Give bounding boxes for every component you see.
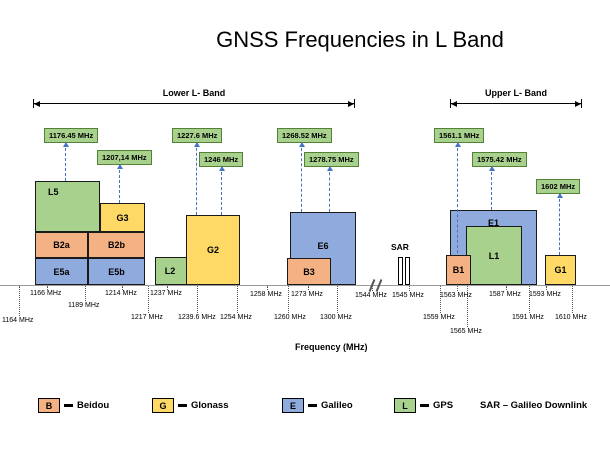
block-g3: G3	[100, 203, 145, 232]
tick-label-1273: 1273 MHz	[291, 291, 323, 298]
leader-1239	[197, 286, 198, 313]
leader-1300	[337, 286, 338, 313]
sar-bar-right	[405, 257, 410, 285]
block-e5b: E5b	[88, 258, 145, 285]
frequency-axis	[0, 285, 610, 286]
legend-glonass-swatch: G	[152, 398, 174, 413]
legend-galileo-dash	[308, 404, 317, 407]
tick-label-1563: 1563 MHz	[440, 292, 472, 299]
callout-arrow-1278	[326, 166, 333, 212]
leader-1591	[529, 286, 530, 313]
tick-label-1164: 1164 MHz	[2, 317, 34, 324]
tick-label-1258: 1258 MHz	[250, 291, 282, 298]
tick-label-1166: 1166 MHz	[30, 290, 62, 297]
upper-band-label: Upper L- Band	[485, 88, 547, 98]
page-title: GNSS Frequencies in L Band	[216, 27, 504, 52]
leader-1593	[546, 286, 547, 290]
legend-gps-swatch: L	[394, 398, 416, 413]
leader-1217	[148, 286, 149, 313]
tick-label-1587: 1587 MHz	[489, 291, 521, 298]
sar-bar-left	[398, 257, 403, 285]
tick-label-1239: 1239.6 MHz	[178, 314, 216, 321]
legend-sar-note: SAR – Galileo Downlink	[480, 400, 588, 411]
tick-label-1217: 1217 MHz	[131, 314, 163, 321]
block-l1: L1	[466, 226, 522, 285]
leader-1563	[457, 286, 458, 291]
block-g1: G1	[545, 255, 576, 285]
tick-label-1214: 1214 MHz	[105, 290, 137, 297]
freq-label-1278: 1278.75 MHz	[304, 152, 359, 167]
tick-label-1545: 1545 MHz	[392, 292, 424, 299]
tick-label-1260: 1260 MHz	[274, 314, 306, 321]
block-e5a: E5a	[35, 258, 88, 285]
freq-label-1602: 1602 MHz	[536, 179, 581, 194]
leader-1237	[167, 286, 168, 290]
tick-label-1559: 1559 MHz	[423, 314, 455, 321]
callout-arrow-1227	[193, 142, 200, 215]
legend-beidou-name: Beidou	[77, 400, 110, 411]
leader-1544	[372, 286, 373, 291]
lower-band-label: Lower L- Band	[162, 88, 226, 98]
tick-label-1610: 1610 MHz	[555, 314, 587, 321]
lower-band-span-line	[34, 100, 354, 107]
tick-label-1237: 1237 MHz	[150, 290, 182, 297]
block-b3: B3	[287, 258, 331, 285]
block-b2b: B2b	[88, 232, 145, 258]
legend-beidou-dash	[64, 404, 73, 407]
tick-label-1189: 1189 MHz	[68, 302, 100, 309]
leader-1189	[85, 286, 86, 301]
leader-1214	[122, 286, 123, 290]
block-g2: G2	[186, 215, 240, 285]
legend-beidou-swatch: B	[38, 398, 60, 413]
callout-arrow-1176	[62, 142, 69, 181]
lower-band-span-arrow	[33, 99, 355, 108]
freq-label-1176: 1176.45 MHz	[44, 128, 99, 143]
leader-1166	[47, 286, 48, 290]
leader-1260	[288, 286, 289, 313]
freq-label-1268: 1268.52 MHz	[277, 128, 332, 143]
block-l5: L5	[35, 181, 100, 232]
tick-label-1565: 1565 MHz	[450, 328, 482, 335]
leader-1258	[267, 286, 268, 290]
leader-1545	[409, 286, 410, 291]
tick-label-1544: 1544 MHz	[355, 292, 387, 299]
leader-1610	[572, 286, 573, 313]
upper-band-span-arrow	[450, 99, 582, 108]
axis-title: Frequency (MHz)	[295, 342, 368, 352]
leader-1273	[308, 286, 309, 290]
leader-1587	[506, 286, 507, 290]
leader-1164	[19, 286, 20, 316]
leader-1565	[467, 286, 468, 327]
tick-label-1591: 1591 MHz	[512, 314, 544, 321]
tick-label-1300: 1300 MHz	[320, 314, 352, 321]
callout-arrow-1246	[218, 166, 225, 215]
sar-label: SAR	[391, 242, 409, 252]
tick-label-1593: 1593 MHz	[529, 291, 561, 298]
freq-label-1227: 1227.6 MHz	[172, 128, 223, 143]
upper-band-span-line	[451, 100, 581, 107]
leader-1254	[237, 286, 238, 313]
block-b1: B1	[446, 255, 471, 285]
freq-label-1207: 1207,14 MHz	[97, 150, 152, 165]
callout-arrow-1575	[488, 166, 495, 210]
callout-arrow-1561	[454, 142, 461, 253]
legend-galileo-swatch: E	[282, 398, 304, 413]
legend-glonass-name: Glonass	[191, 400, 229, 411]
tick-label-1254: 1254 MHz	[220, 314, 252, 321]
legend-gps-dash	[420, 404, 429, 407]
freq-label-1575: 1575.42 MHz	[472, 152, 527, 167]
legend-gps-name: GPS	[433, 400, 454, 411]
legend-glonass-dash	[178, 404, 187, 407]
leader-1559	[440, 286, 441, 313]
block-b2a: B2a	[35, 232, 88, 258]
callout-arrow-1268	[298, 142, 305, 212]
freq-label-1246: 1246 MHz	[199, 152, 244, 167]
legend-galileo-name: Galileo	[321, 400, 353, 411]
callout-arrow-1207	[116, 164, 123, 203]
callout-arrow-1602	[556, 193, 563, 255]
freq-label-1561: 1561.1 MHz	[434, 128, 485, 143]
